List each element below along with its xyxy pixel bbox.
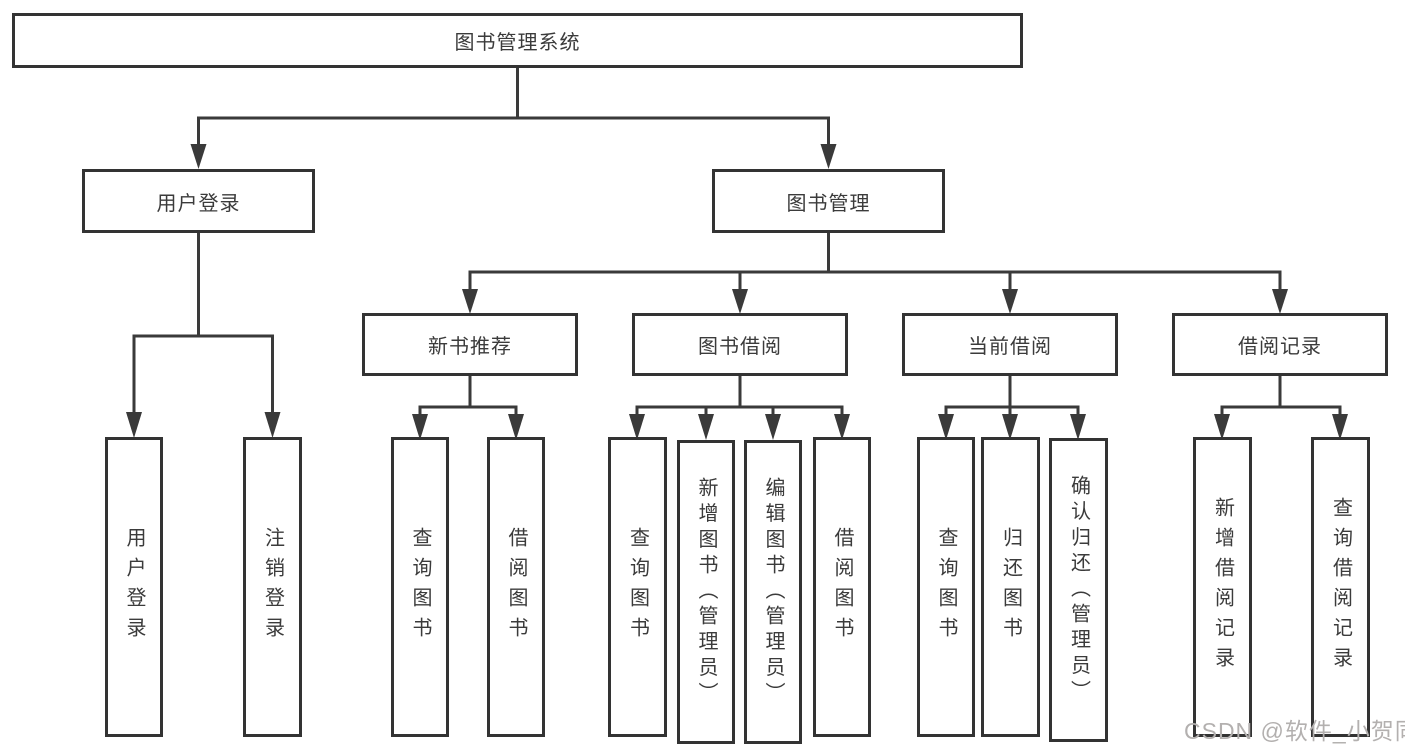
leaf-user-login: 用户登录 xyxy=(105,437,163,737)
node-new-book-recommend: 新书推荐 xyxy=(362,313,578,376)
node-label: 查询图书 xyxy=(935,527,957,647)
node-label: 用户登录 xyxy=(123,527,145,647)
node-label: 归还图书 xyxy=(999,527,1022,647)
connector-current-borrow-children xyxy=(938,374,1086,440)
leaf-borrow-books: 借阅图书 xyxy=(813,437,871,737)
node-label: 确认归还（管理员） xyxy=(1067,474,1090,706)
node-label: 查询图书 xyxy=(626,527,649,647)
node-book-management: 图书管理 xyxy=(712,169,945,233)
connector-new-book-children xyxy=(412,374,524,440)
node-book-borrowing: 图书借阅 xyxy=(632,313,848,376)
node-label: 借阅记录 xyxy=(1238,336,1322,358)
node-label: 图书管理 xyxy=(786,192,871,215)
leaf-return-books: 归还图书 xyxy=(981,437,1040,737)
node-label: 新增图书（管理员） xyxy=(695,476,717,708)
node-label: 用户登录 xyxy=(156,192,241,215)
leaf-add-books-admin: 新增图书（管理员） xyxy=(677,440,735,744)
connector-book-borrow-children xyxy=(629,374,850,440)
connector-user-login-children xyxy=(126,231,281,438)
connector-root-to-level2 xyxy=(190,66,837,169)
leaf-edit-books-admin: 编辑图书（管理员） xyxy=(744,440,802,744)
node-label: 图书借阅 xyxy=(698,336,782,358)
node-borrowing-records: 借阅记录 xyxy=(1172,313,1388,376)
node-label: 编辑图书（管理员） xyxy=(762,476,784,708)
leaf-query-books-borrowing: 查询图书 xyxy=(608,437,667,737)
leaf-confirm-return-admin: 确认归还（管理员） xyxy=(1049,438,1108,742)
leaf-borrow-books-recommend: 借阅图书 xyxy=(487,437,545,737)
connector-borrow-record-children xyxy=(1214,374,1348,440)
node-label: 新书推荐 xyxy=(428,336,512,358)
leaf-query-borrow-record: 查询借阅记录 xyxy=(1311,437,1370,737)
node-label: 注销登录 xyxy=(261,527,284,647)
node-user-login: 用户登录 xyxy=(82,169,315,233)
leaf-query-books-recommend: 查询图书 xyxy=(391,437,449,737)
node-label: 借阅图书 xyxy=(831,527,853,647)
leaf-add-borrow-record: 新增借阅记录 xyxy=(1193,437,1252,737)
csdn-watermark: CSDN @软件_小贺同学 xyxy=(1184,718,1405,744)
node-label: 当前借阅 xyxy=(968,336,1052,358)
node-label: 借阅图书 xyxy=(505,527,527,647)
connector-book-management-children xyxy=(462,231,1288,314)
node-label: 查询借阅记录 xyxy=(1329,497,1352,677)
leaf-query-books-current: 查询图书 xyxy=(917,437,975,737)
node-current-borrowing: 当前借阅 xyxy=(902,313,1118,376)
node-library-management-system: 图书管理系统 xyxy=(12,13,1023,68)
leaf-logout: 注销登录 xyxy=(243,437,302,737)
node-label: 新增借阅记录 xyxy=(1211,497,1234,677)
node-label: 图书管理系统 xyxy=(454,32,581,54)
node-label: 查询图书 xyxy=(409,527,431,647)
